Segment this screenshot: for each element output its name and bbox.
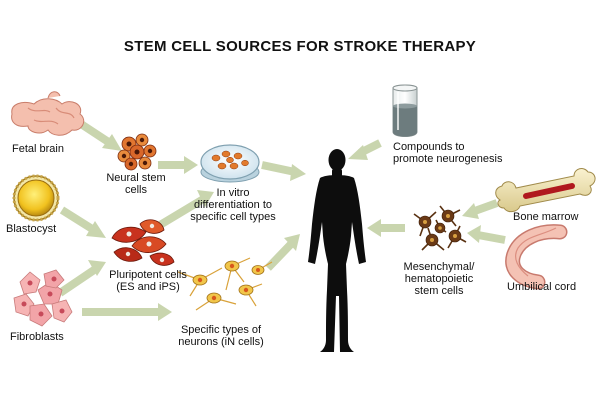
label-pluripotent-line2: (ES and iPS)	[116, 281, 180, 293]
label-mesenchymal: Mesenchymal/ hematopoietic stem cells	[396, 261, 482, 297]
neural-stem-cells-icon	[117, 133, 157, 171]
label-specific-neurons: Specific types of neurons (iN cells)	[170, 324, 272, 348]
arrow-neural-to-invitro	[158, 156, 198, 174]
arrow-compounds-to-human	[348, 139, 382, 160]
label-compounds-line2: promote neurogenesis	[393, 153, 503, 165]
label-fibroblasts: Fibroblasts	[10, 331, 64, 343]
diagram-title: STEM CELL SOURCES FOR STROKE THERAPY	[123, 38, 477, 55]
label-fetal-brain: Fetal brain	[12, 143, 64, 155]
label-in-vitro-line2: differentiation to	[193, 199, 273, 211]
arrow-fibroblasts-to-pluripotent	[57, 260, 106, 297]
neurons-icon	[177, 257, 273, 311]
label-neural-stem-cells: Neural stem cells	[100, 172, 172, 196]
arrow-blastocyst-to-pluripotent	[59, 206, 106, 238]
label-specific-neurons-line1: Specific types of	[180, 324, 262, 336]
vial-icon	[392, 84, 418, 137]
mesenchymal-cells-icon	[413, 205, 467, 251]
label-bone-marrow: Bone marrow	[513, 211, 579, 223]
human-silhouette-icon	[308, 149, 366, 352]
label-mesenchymal-line1: Mesenchymal/	[403, 261, 475, 273]
arrow-cord-to-mesenchymal	[467, 225, 506, 244]
label-umbilical-cord: Umbilical cord	[507, 281, 577, 293]
label-mesenchymal-line2: hematopoietic	[404, 273, 474, 285]
arrow-pluripotent-to-invitro	[157, 190, 214, 229]
umbilical-cord-icon	[505, 224, 568, 290]
arrow-fetal-to-neural	[75, 118, 122, 151]
arrow-invitro-to-human	[261, 161, 306, 181]
label-in-vitro-line1: In vitro	[216, 187, 250, 199]
petri-dish-icon	[200, 144, 260, 183]
label-neural-stem-cells-line2: cells	[124, 184, 147, 196]
label-pluripotent-cells: Pluripotent cells (ES and iPS)	[98, 269, 198, 293]
blastocyst-icon	[12, 174, 60, 222]
arrow-fibroblasts-to-neurons	[82, 303, 172, 321]
arrow-bone-to-mesenchymal	[462, 199, 499, 219]
label-compounds: Compounds to promote neurogenesis	[393, 141, 502, 165]
label-pluripotent-line1: Pluripotent cells	[109, 269, 187, 281]
label-neural-stem-cells-line1: Neural stem	[106, 172, 166, 184]
bone-icon	[495, 168, 596, 213]
pluripotent-cells-icon	[111, 219, 175, 266]
label-in-vitro-line3: specific cell types	[190, 211, 276, 223]
arrows	[57, 118, 506, 321]
arrow-mesenchymal-to-human	[367, 219, 405, 237]
label-in-vitro: In vitro differentiation to specific cel…	[183, 187, 283, 223]
arrow-neurons-to-human	[265, 234, 300, 271]
fetal-brain-icon	[11, 91, 85, 136]
label-mesenchymal-line3: stem cells	[414, 285, 464, 297]
label-specific-neurons-line2: neurons (iN cells)	[178, 336, 264, 348]
label-compounds-line1: Compounds to	[393, 141, 465, 153]
label-blastocyst: Blastocyst	[6, 223, 57, 235]
fibroblasts-icon	[13, 269, 73, 327]
